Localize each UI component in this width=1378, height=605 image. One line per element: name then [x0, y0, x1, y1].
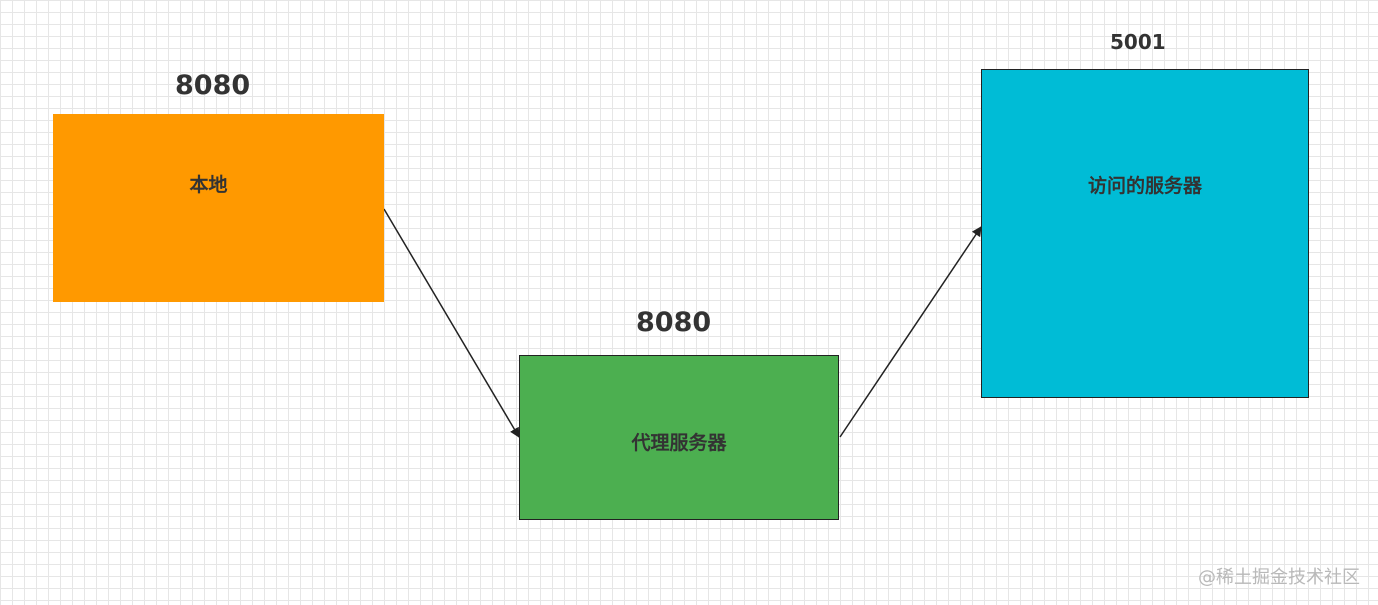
edge-local-to-proxy[interactable]	[383, 208, 520, 438]
node-local-label: 本地	[189, 174, 228, 196]
node-target-label: 访问的服务器	[1087, 175, 1202, 197]
node-proxy-server[interactable]: 代理服务器	[519, 355, 839, 520]
watermark: @稀土掘金技术社区	[1198, 567, 1360, 588]
node-target-server[interactable]: 访问的服务器	[981, 69, 1309, 398]
port-label-local: 8080	[175, 70, 251, 101]
node-proxy-label: 代理服务器	[631, 432, 727, 454]
node-local[interactable]: 本地	[53, 114, 384, 302]
port-label-target: 5001	[1110, 30, 1166, 54]
port-label-proxy: 8080	[636, 307, 712, 338]
edge-proxy-to-target[interactable]	[839, 226, 982, 438]
